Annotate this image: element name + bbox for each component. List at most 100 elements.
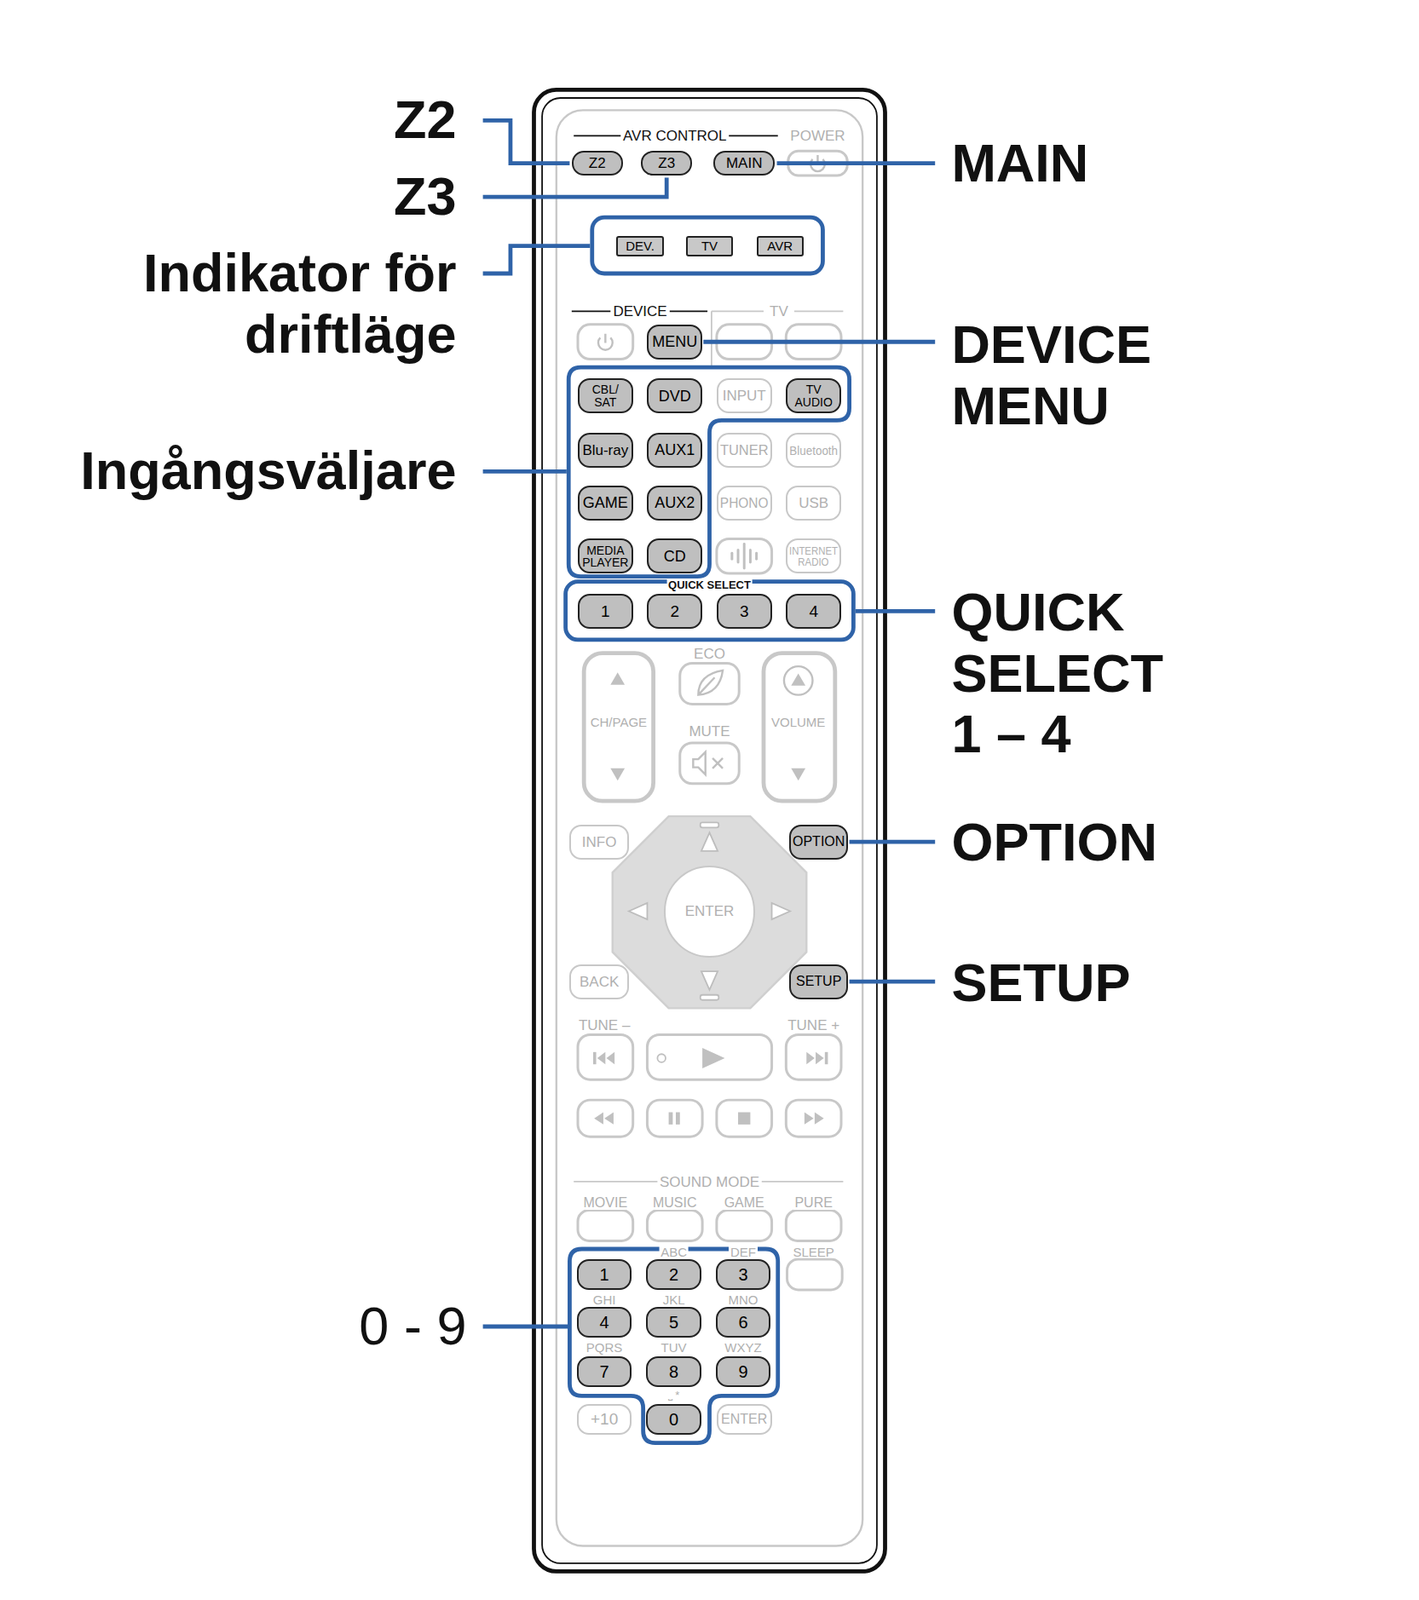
button-text-group: 2 xyxy=(669,603,680,620)
panel-label: ABC xyxy=(658,1245,689,1258)
button-text-group: BACK xyxy=(579,974,619,990)
button-label: CBL/ SAT xyxy=(592,383,619,409)
remote-button: 3 xyxy=(715,1259,772,1291)
button-label: 4 xyxy=(808,603,819,620)
panel-label: SOUND MODE xyxy=(657,1175,762,1190)
button-label: TV xyxy=(701,239,718,253)
eco-leaf xyxy=(697,670,723,696)
heos-symbol xyxy=(732,543,757,569)
button-label: 6 xyxy=(738,1314,748,1332)
button-label: 5 xyxy=(669,1314,679,1332)
button-text-group: MAIN xyxy=(726,155,763,171)
button-text-group: MEDIA PLAYER xyxy=(582,544,629,570)
remote-button: INPUT xyxy=(716,378,773,414)
remote-button: INTERNET RADIO xyxy=(785,538,842,574)
button-label: 9 xyxy=(738,1363,748,1381)
button-label: TV AUDIO xyxy=(794,383,832,409)
button-label: 2 xyxy=(669,1266,679,1284)
remote-button: CD xyxy=(646,538,703,574)
remote-button: DVD xyxy=(646,378,703,414)
button-label: INFO xyxy=(582,835,618,850)
rocker-key xyxy=(583,653,836,802)
button-text-group: TUNER xyxy=(720,443,769,458)
leader-line xyxy=(483,120,936,1327)
group-outline xyxy=(565,217,854,1443)
button-label: AUX1 xyxy=(654,442,695,458)
button-label: 1 xyxy=(599,1266,610,1284)
remote-housing-edge xyxy=(542,98,877,1564)
remote-button: INFO xyxy=(569,824,629,860)
callout-label: QUICK SELECT 1 – 4 xyxy=(951,582,1203,766)
button-label: 1 xyxy=(600,603,611,620)
button-label: 3 xyxy=(739,603,750,620)
panel-label: ⎵ * xyxy=(666,1390,682,1402)
remote-button: 4 xyxy=(576,1307,633,1339)
button-text-group: 2 xyxy=(669,1266,679,1284)
panel-label: WXYZ xyxy=(722,1341,763,1355)
section-rule xyxy=(571,135,779,312)
button-text-group: USB xyxy=(798,496,829,511)
transport-symbol xyxy=(593,1048,828,1125)
button-text-group: GAME xyxy=(582,495,629,511)
remote-button: 5 xyxy=(646,1307,702,1339)
button-text-group: Blu-ray xyxy=(582,443,629,458)
button-text-group: 3 xyxy=(738,1266,748,1284)
button-text-group: TV AUDIO xyxy=(794,383,832,409)
button-text-group: 1 xyxy=(600,603,611,620)
button-label: Z2 xyxy=(588,155,606,171)
callout-label: MAIN xyxy=(951,132,1089,195)
panel-label: SLEEP xyxy=(790,1245,836,1258)
button-text-group: ENTER xyxy=(685,904,735,919)
remote-button: 0 xyxy=(646,1404,702,1436)
panel-label: MNO xyxy=(726,1292,761,1306)
panel-label: VOLUME xyxy=(769,715,827,728)
button-label: SETUP xyxy=(796,974,842,989)
power-symbol xyxy=(598,155,825,351)
panel-label: GAME xyxy=(722,1196,767,1211)
panel-label: TUV xyxy=(659,1341,689,1355)
button-label: PHONO xyxy=(720,496,769,511)
remote-button: GAME xyxy=(577,485,634,521)
button-label: MENU xyxy=(651,334,698,350)
button-text-group: PHONO xyxy=(720,496,769,511)
button-text-group: CD xyxy=(663,548,687,565)
button-label: MAIN xyxy=(726,155,763,171)
button-text-group: TV xyxy=(701,239,718,253)
button-label: DEV. xyxy=(625,239,655,253)
button-label: 4 xyxy=(599,1314,610,1332)
button-label: Z3 xyxy=(657,155,675,171)
button-label: +10 xyxy=(590,1411,618,1428)
panel-label: PQRS xyxy=(584,1341,625,1355)
panel-label: PURE xyxy=(792,1196,834,1211)
button-label: ENTER xyxy=(721,1413,768,1427)
remote-button: Bluetooth xyxy=(785,432,842,468)
callout-label: OPTION xyxy=(951,812,1158,874)
remote-button: USB xyxy=(785,485,842,521)
remote-button: Z2 xyxy=(571,150,623,176)
transport-symbol xyxy=(657,1054,666,1063)
mode-indicator: AVR xyxy=(756,236,804,257)
panel-label: MUSIC xyxy=(651,1196,699,1211)
remote-button: 9 xyxy=(715,1356,772,1388)
remote-button: ENTER xyxy=(716,1404,773,1436)
remote-button: MAIN xyxy=(713,150,775,176)
callout-label: Z2 xyxy=(393,89,457,151)
cursor-arrow xyxy=(628,822,791,1000)
button-text-group: CBL/ SAT xyxy=(592,383,619,409)
button-label: MEDIA PLAYER xyxy=(582,544,629,570)
button-label: INTERNET RADIO xyxy=(789,545,838,569)
button-label: 8 xyxy=(669,1363,679,1381)
button-text-group: AVR xyxy=(767,239,793,253)
remote-button: OPTION xyxy=(789,824,848,860)
button-text-group: AUX1 xyxy=(654,442,695,458)
pale-button xyxy=(577,150,848,1291)
button-text-group: 8 xyxy=(669,1363,679,1381)
button-label: USB xyxy=(798,496,829,511)
panel-label: DEVICE xyxy=(611,304,669,319)
button-label: AVR xyxy=(767,239,793,253)
button-text-group: Z3 xyxy=(657,155,675,171)
panel-label: MUTE xyxy=(686,723,732,739)
button-text-group: DVD xyxy=(658,388,692,404)
button-text-group: DEV. xyxy=(625,239,655,253)
